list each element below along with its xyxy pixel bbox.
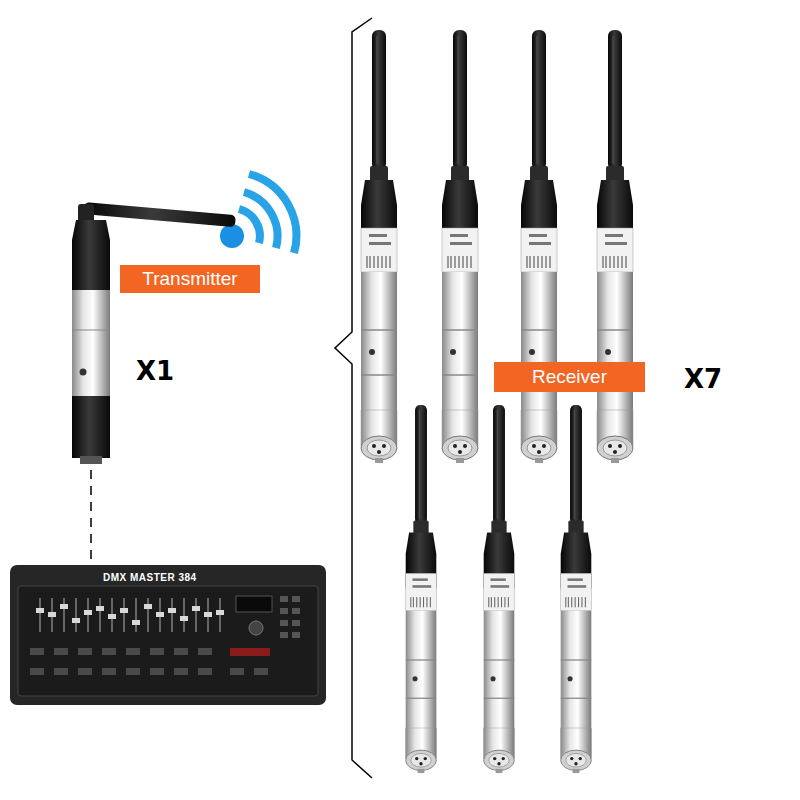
quantity-label: X1 (136, 356, 174, 386)
tag-text: Transmitter (142, 269, 237, 290)
label-tag: Transmitter (120, 265, 260, 293)
label-tag: Receiver (494, 362, 645, 392)
console-model-text: DMX MASTER 384 (103, 572, 197, 583)
quantity-label: X7 (684, 364, 722, 394)
tag-text: Receiver (532, 367, 607, 388)
